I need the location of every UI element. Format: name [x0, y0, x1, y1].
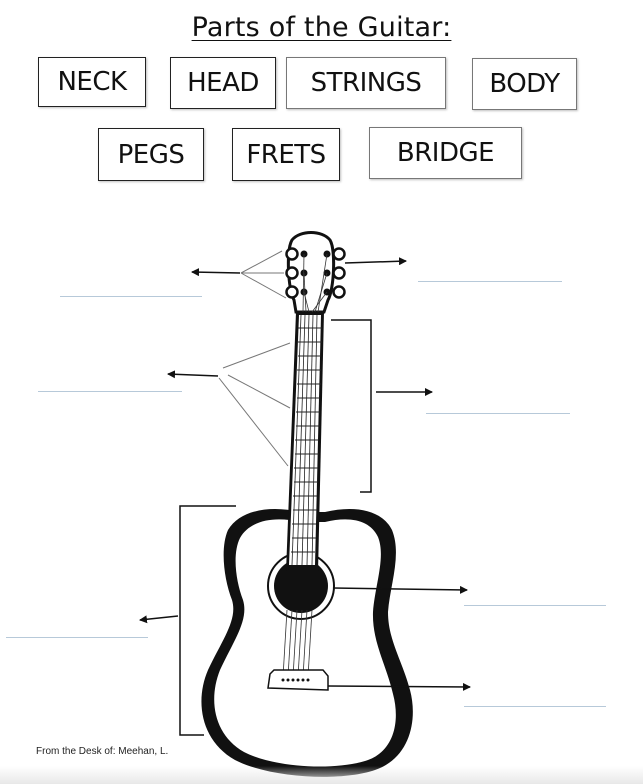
word-head[interactable]: HEAD: [170, 57, 276, 109]
answer-blank-body[interactable]: [6, 637, 148, 638]
word-neck[interactable]: NECK: [38, 57, 146, 107]
page-edge-shadow: [0, 766, 643, 784]
footer-credit: From the Desk of: Meehan, L.: [36, 746, 169, 757]
answer-blank-strings[interactable]: [464, 605, 606, 606]
word-strings[interactable]: STRINGS: [286, 57, 446, 109]
bridge: [267, 669, 329, 691]
word-bridge[interactable]: BRIDGE: [369, 127, 522, 179]
headstock: [285, 231, 346, 314]
word-pegs[interactable]: PEGS: [98, 128, 204, 181]
answer-blank-neck[interactable]: [426, 413, 570, 414]
worksheet-title: Parts of the Guitar:: [191, 12, 452, 43]
answer-blank-head[interactable]: [418, 281, 562, 282]
body-strings: [282, 609, 313, 678]
neck: [286, 312, 324, 572]
answer-blank-frets[interactable]: [38, 391, 182, 392]
answer-blank-bridge[interactable]: [464, 706, 606, 707]
word-body[interactable]: BODY: [472, 58, 577, 110]
sound-hole: [274, 559, 328, 613]
frets: [291, 327, 322, 553]
answer-blank-pegs[interactable]: [60, 296, 202, 297]
word-frets[interactable]: FRETS: [232, 128, 340, 181]
